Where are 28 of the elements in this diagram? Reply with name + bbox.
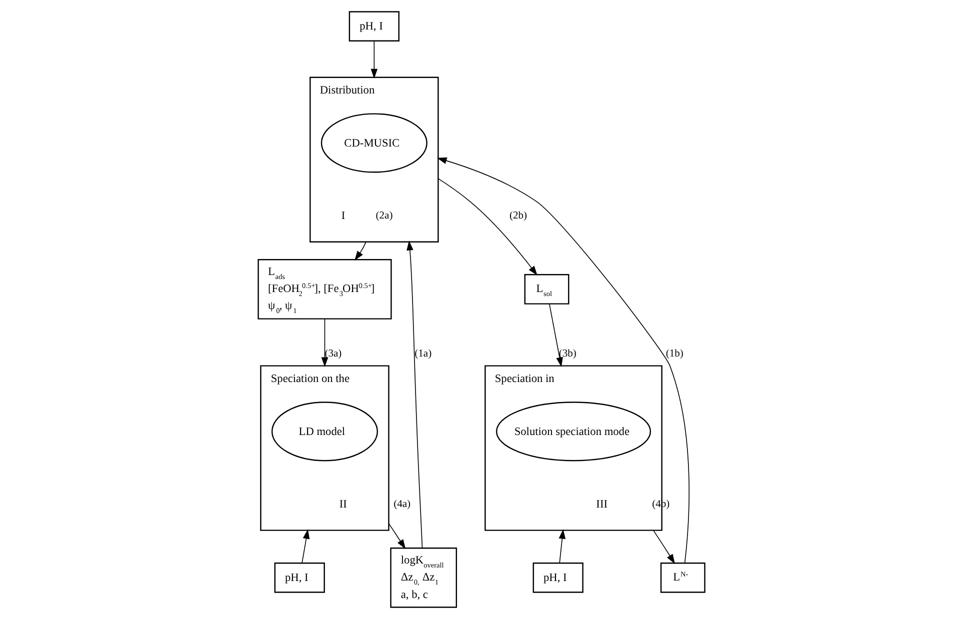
edge-label: (3b): [558, 348, 576, 360]
edge-label: (2b): [508, 210, 527, 222]
node-ellipse: CD-MUSIC: [320, 113, 427, 173]
node-box: L$^{N-}$: [660, 562, 705, 593]
arrow: [436, 157, 689, 564]
edge-label: (1a): [414, 348, 432, 360]
node-box: pH, I: [348, 11, 399, 42]
node-ellipse: Solution speciation mode: [495, 402, 651, 462]
edge-label: (4a): [393, 499, 410, 510]
node-box: L$_{ads}$ [FeOH$_{2}$$^{0.5+}$], [Fe$_{3}$OH$^{0.5+}$] ψ$_{0}$, ψ$_{1}$: [257, 259, 392, 320]
arrow: [548, 304, 562, 368]
arrow: [370, 40, 378, 79]
arrow: [388, 523, 406, 550]
edge-label: (1b): [665, 348, 683, 360]
arrow: [320, 318, 328, 368]
node-box: logK$_{overall}$ Δz$_{0,}$ Δz$_{1}$ a, b, c: [390, 548, 457, 608]
arrow: [354, 241, 366, 261]
arrow: [301, 529, 310, 564]
edge-label: (3a): [324, 348, 342, 360]
node-ellipse: LD model: [270, 402, 378, 462]
edge-label: (2a): [375, 210, 392, 222]
node-box: pH, I: [532, 562, 583, 593]
arrow: [437, 178, 537, 276]
node-box: L$_{sol}$: [524, 274, 569, 304]
arrow: [406, 240, 422, 548]
arrow: [558, 529, 566, 564]
arrow: [652, 530, 674, 564]
node-box: pH, I: [274, 562, 324, 593]
